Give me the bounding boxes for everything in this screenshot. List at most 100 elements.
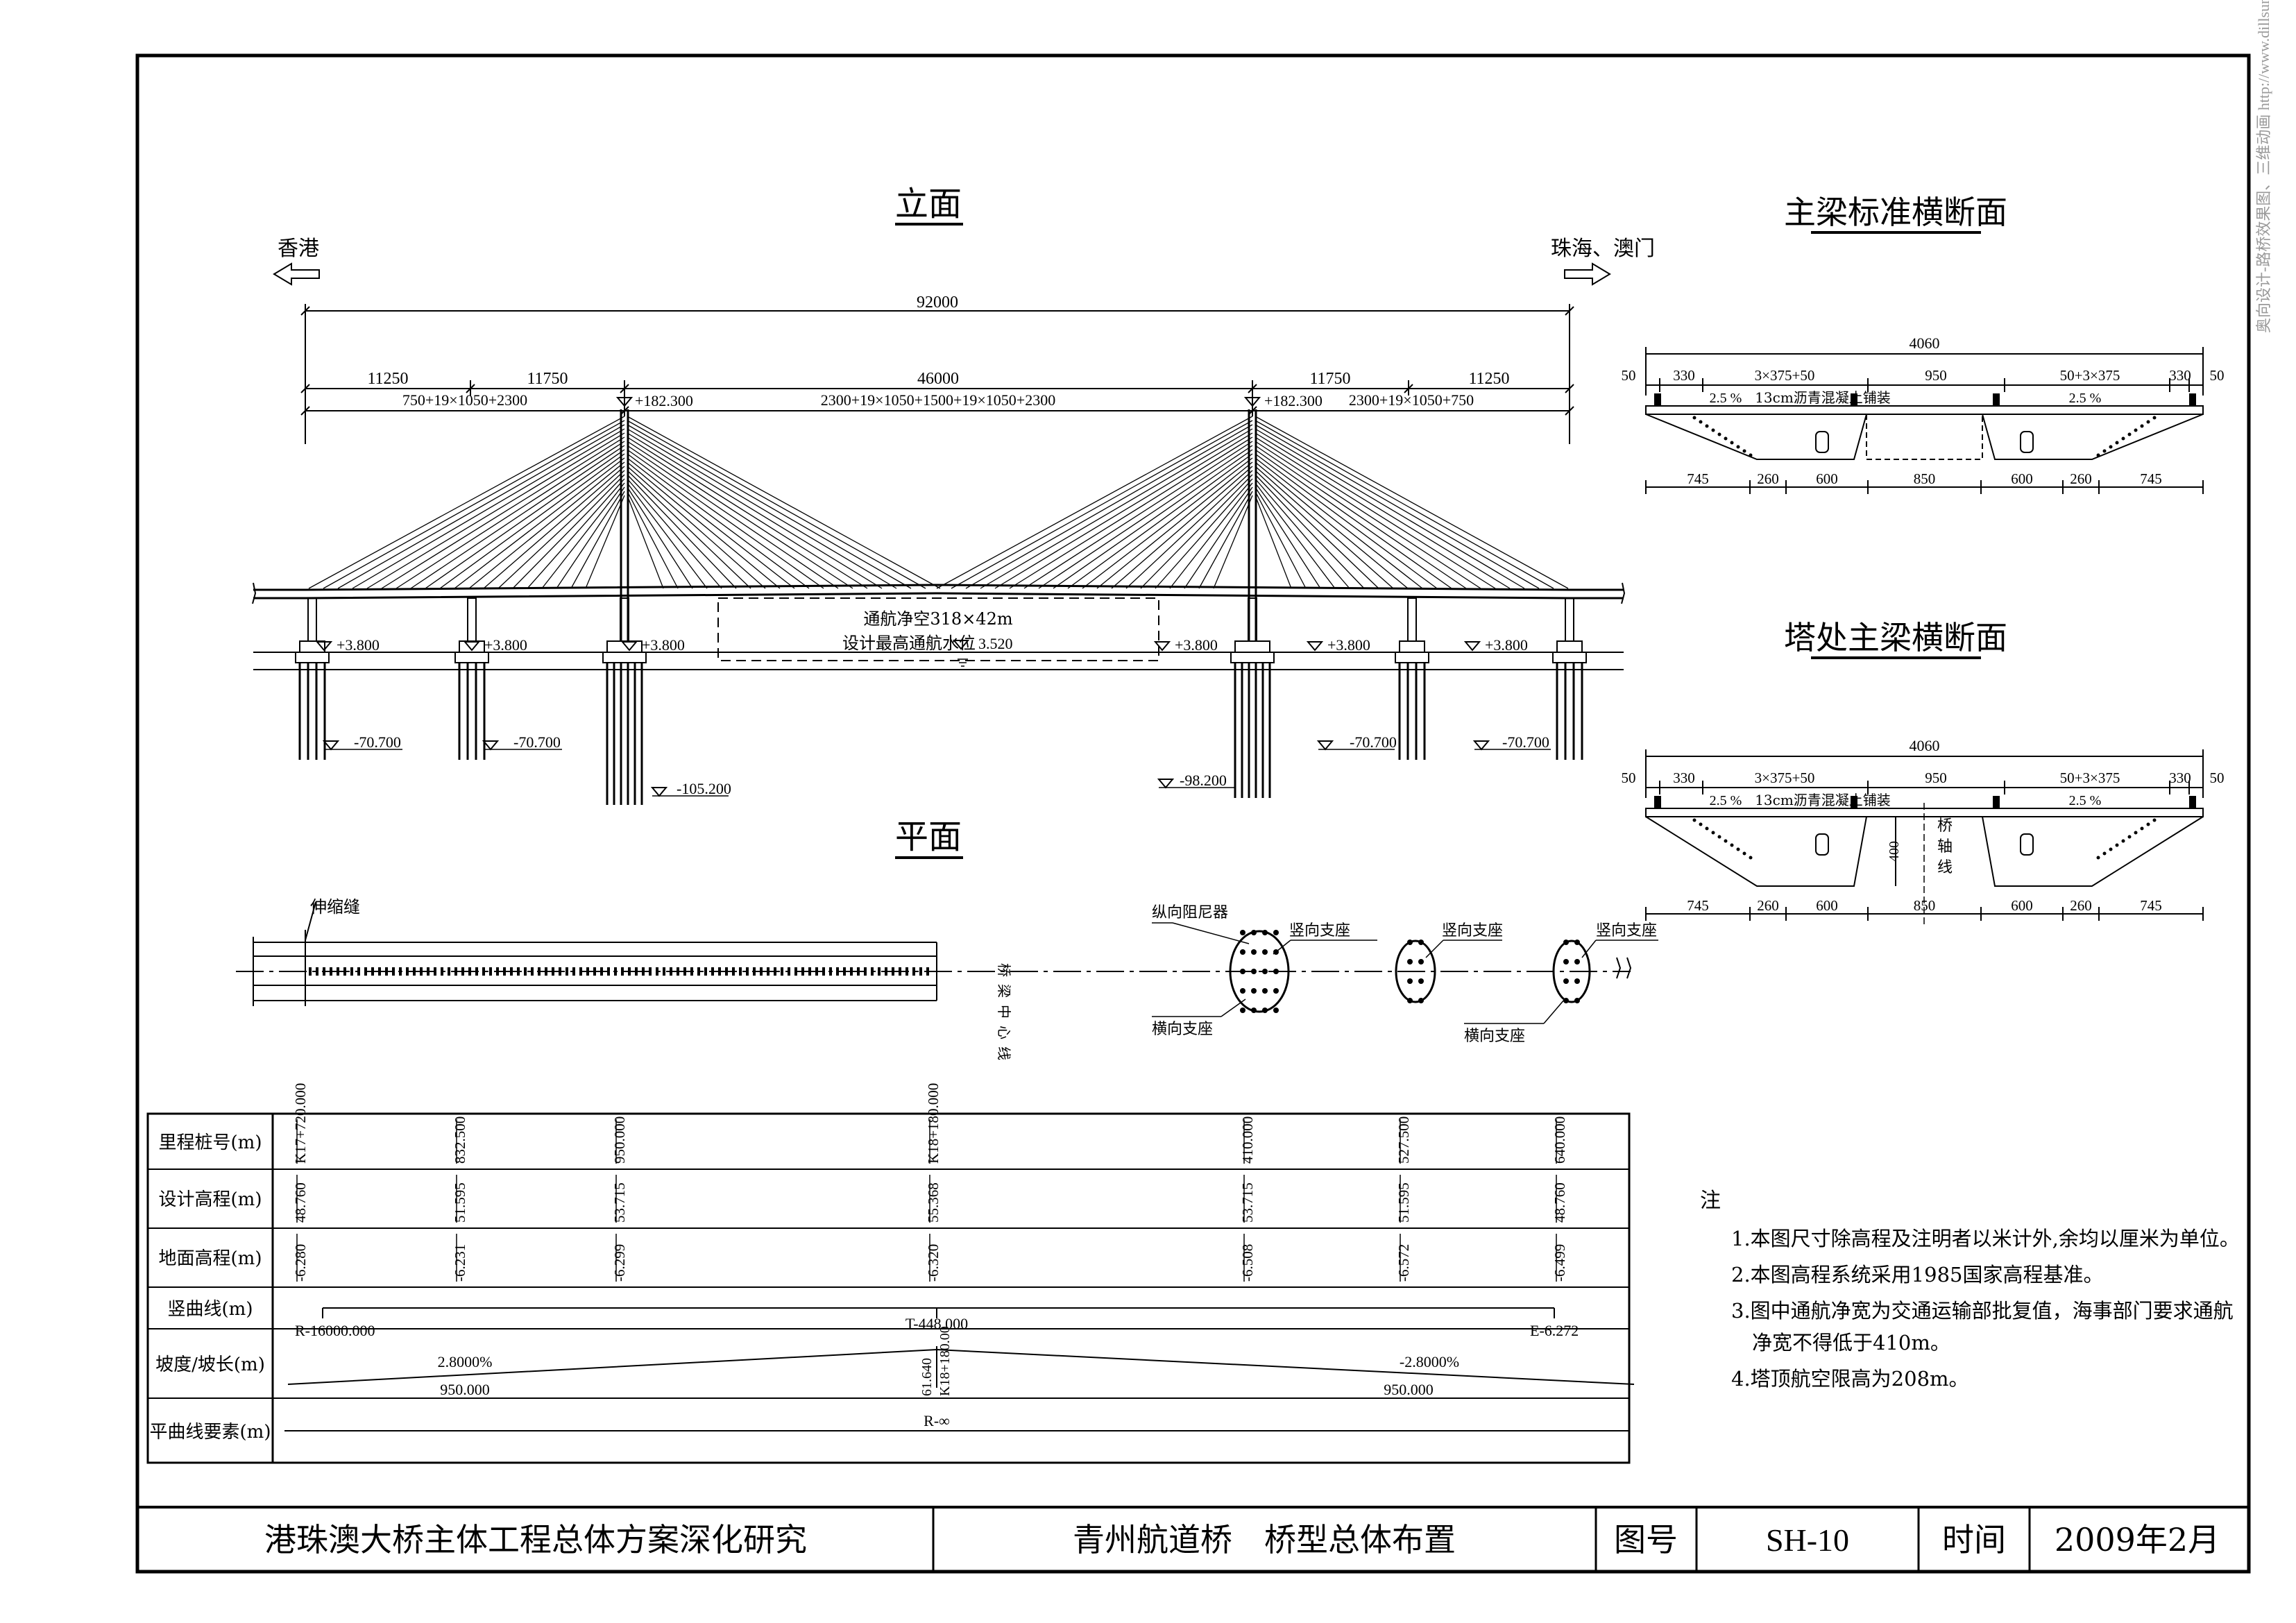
tower-top-left-mark: +182.300: [615, 392, 693, 409]
pile-dot: [1574, 959, 1580, 965]
table-cell: -6.280: [292, 1244, 309, 1282]
cable-anchor-mark: [919, 967, 922, 976]
pile-bottom-3: -105.200: [677, 780, 731, 797]
elevation-view: 立面 香港 珠海、澳门 92000 11250 11750 46000 1175…: [252, 185, 1655, 805]
stay-cable: [1009, 436, 1253, 589]
stay-cable: [425, 449, 625, 589]
paving-label: 13cm沥青混凝土铺装: [1755, 792, 1891, 808]
box-girder-right: [1982, 816, 2204, 887]
pier-top-1: +3.800: [337, 636, 380, 654]
stay-cable: [1155, 478, 1253, 589]
cable-anchor-mark: [905, 967, 908, 976]
centerline-label: 桥梁中心线: [996, 963, 1012, 1067]
vcurve-e: E-6.272: [1530, 1322, 1579, 1339]
pile-dot: [1251, 949, 1257, 955]
cable-anchor-mark: [593, 967, 596, 976]
left-arrow-icon: [273, 262, 320, 286]
cable-anchor-mark: [552, 967, 554, 976]
stay-cable: [994, 432, 1253, 589]
watermark: 奥向设计-路桥效果图、三维动画 http://www.dillsun.com: [2255, 0, 2272, 333]
cable-anchor-mark: [850, 967, 853, 976]
table-cell: -6.320: [925, 1244, 942, 1282]
cable-anchor-mark: [461, 967, 464, 976]
pile-dot: [1273, 930, 1279, 935]
table-cell: 55.368: [925, 1182, 942, 1223]
pile-dot: [1273, 988, 1279, 994]
section-top-dim: 950: [1925, 367, 1947, 384]
table-cell: 53.715: [1239, 1182, 1256, 1223]
pile-cap: [602, 652, 647, 663]
table-cell: 48.760: [292, 1182, 309, 1223]
pier-top-2: +3.800: [484, 636, 527, 654]
pile-bottom-4: -98.200: [1180, 772, 1227, 789]
dim-span-3: 46000: [917, 370, 959, 388]
cable-anchor-mark: [420, 967, 423, 976]
cable-anchor-mark: [677, 967, 679, 976]
section-top-dim: 50: [1622, 770, 1636, 786]
section-bottom-dim: 745: [2140, 897, 2162, 914]
cable-anchor-mark: [330, 967, 332, 976]
drawing-no: SH-10: [1766, 1522, 1849, 1558]
stay-cable: [352, 428, 625, 589]
stay-cable: [468, 461, 625, 589]
stay-cable: [1255, 453, 1438, 589]
note-3b: 净宽不得低于410m。: [1752, 1331, 1950, 1354]
cable-anchor-mark: [392, 967, 395, 976]
pile-cap: [295, 652, 330, 663]
cable-anchor-mark: [670, 967, 672, 976]
pile-dot: [1407, 978, 1413, 984]
pile-cap: [1552, 652, 1587, 663]
stay-cable: [627, 478, 722, 589]
stay-cable: [1125, 470, 1253, 589]
lat-bearing-label-2: 横向支座: [1464, 1028, 1525, 1045]
section-top-dim: 3×375+50: [1755, 367, 1815, 384]
vcurve-r: R-16000.000: [295, 1322, 375, 1339]
cable-anchor-mark: [801, 967, 804, 976]
stay-cable: [627, 424, 912, 589]
cable-anchor-mark: [926, 967, 929, 976]
pile-dot: [1418, 978, 1424, 984]
pile-dot: [1251, 969, 1257, 974]
dim-span-5: 11250: [1468, 370, 1509, 388]
pile-dot: [1262, 930, 1268, 935]
table-cell: -6.499: [1551, 1244, 1568, 1282]
elevation-title: 立面: [895, 185, 962, 223]
pile-dot: [1262, 988, 1268, 994]
cable-anchor-mark: [475, 967, 478, 976]
stay-cable: [1184, 486, 1253, 589]
section-total: 4060: [1910, 737, 1940, 754]
stay-cable: [1255, 449, 1452, 589]
cable-anchor-mark: [690, 967, 693, 976]
stay-cable: [1255, 474, 1365, 589]
stay-cable: [1255, 478, 1350, 589]
stay-cable: [627, 491, 679, 589]
pile-bottom-marks: -70.700 -70.700 -105.200 -98.200 -70.700…: [322, 733, 1551, 797]
cable-anchor-mark: [843, 967, 846, 976]
cable-anchor-mark: [572, 967, 575, 976]
section-top-dim: 330: [1673, 770, 1695, 786]
cable-anchor-mark: [788, 967, 790, 976]
cable-anchor-mark: [489, 967, 492, 976]
stay-cable: [1255, 486, 1321, 589]
pile-dot: [1240, 988, 1245, 994]
stay-cable: [454, 457, 625, 589]
cable-anchor-mark: [808, 967, 811, 976]
pile-dot: [1563, 959, 1569, 965]
cable-anchor-mark: [822, 967, 825, 976]
section-bottom-dim: 260: [1757, 470, 1779, 487]
pile-dot: [1273, 969, 1279, 974]
stay-cable: [512, 474, 625, 589]
cable-anchor-mark: [607, 967, 610, 976]
cable-anchor-mark: [441, 967, 443, 976]
pier-top-5: +3.800: [1327, 636, 1370, 654]
section-bottom-dim: 260: [2070, 897, 2092, 914]
tower-section-title: 塔处主梁横断面: [1784, 619, 2007, 656]
section-top-dim: 3×375+50: [1755, 770, 1815, 786]
cable-anchor-mark: [781, 967, 783, 976]
vert-bearing-label-1: 竖向支座: [1289, 922, 1350, 940]
cable-anchor-mark: [399, 967, 402, 976]
cable-anchor-mark: [878, 967, 881, 976]
section-height: 400: [1887, 841, 1902, 862]
table-cell: -6.299: [611, 1244, 628, 1282]
